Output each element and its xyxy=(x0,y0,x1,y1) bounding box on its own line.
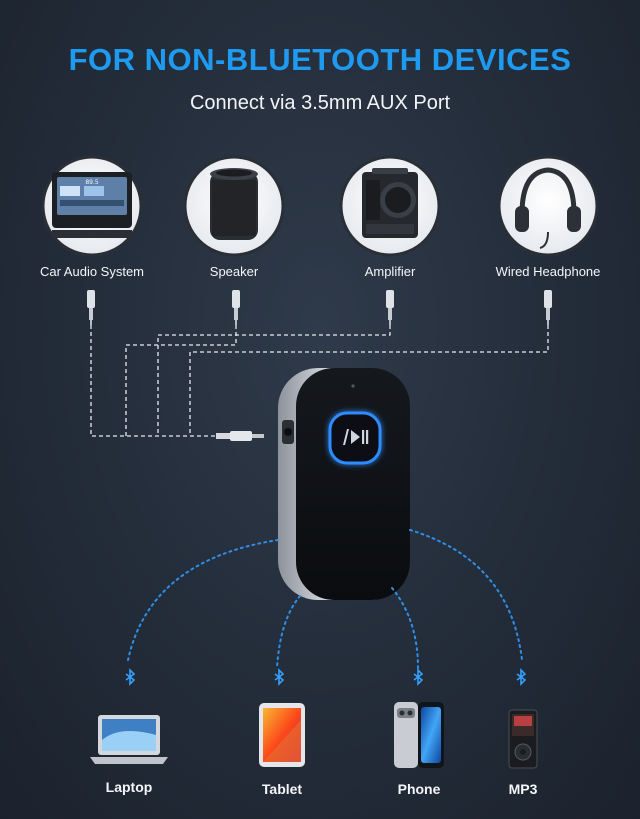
bluetooth-icon-phone xyxy=(413,668,424,686)
aux-connection-lines xyxy=(90,325,549,437)
amplifier-icon xyxy=(339,155,441,257)
page-title: FOR NON-BLUETOOTH DEVICES xyxy=(68,42,572,77)
device-label-speaker: Speaker xyxy=(209,264,259,279)
device-label-amplifier: Amplifier xyxy=(364,264,416,279)
device-label-mp3: MP3 xyxy=(508,781,538,797)
page-subtitle: Connect via 3.5mm AUX Port xyxy=(189,92,451,114)
headphone-icon xyxy=(497,155,599,257)
car-screen-text: 89.5 xyxy=(85,179,99,186)
mp3-player-icon xyxy=(508,709,538,769)
aux-plug-4 xyxy=(544,290,552,325)
aux-plug-1 xyxy=(87,290,95,325)
speaker-icon xyxy=(183,155,285,257)
device-label-car-audio: Car Audio System xyxy=(39,264,145,279)
aux-plug-2 xyxy=(232,290,240,325)
aux-plug-receiver xyxy=(216,431,264,441)
aux-plug-3 xyxy=(386,290,394,325)
bluetooth-icon-laptop xyxy=(125,668,136,686)
device-label-tablet: Tablet xyxy=(261,781,303,797)
bluetooth-icon-tablet xyxy=(274,668,285,686)
tablet-icon xyxy=(259,703,305,767)
car-stereo-icon: 89.5 xyxy=(41,155,143,257)
device-label-laptop: Laptop xyxy=(105,779,153,795)
call-play-pause-icon xyxy=(343,429,369,445)
phone-icon xyxy=(394,702,444,768)
bluetooth-receiver xyxy=(278,368,410,600)
device-label-wired-headphone: Wired Headphone xyxy=(495,264,601,279)
device-label-phone: Phone xyxy=(397,781,441,797)
bluetooth-icon-mp3 xyxy=(516,668,527,686)
bluetooth-signal-arcs xyxy=(127,529,523,669)
laptop-icon xyxy=(90,715,168,764)
